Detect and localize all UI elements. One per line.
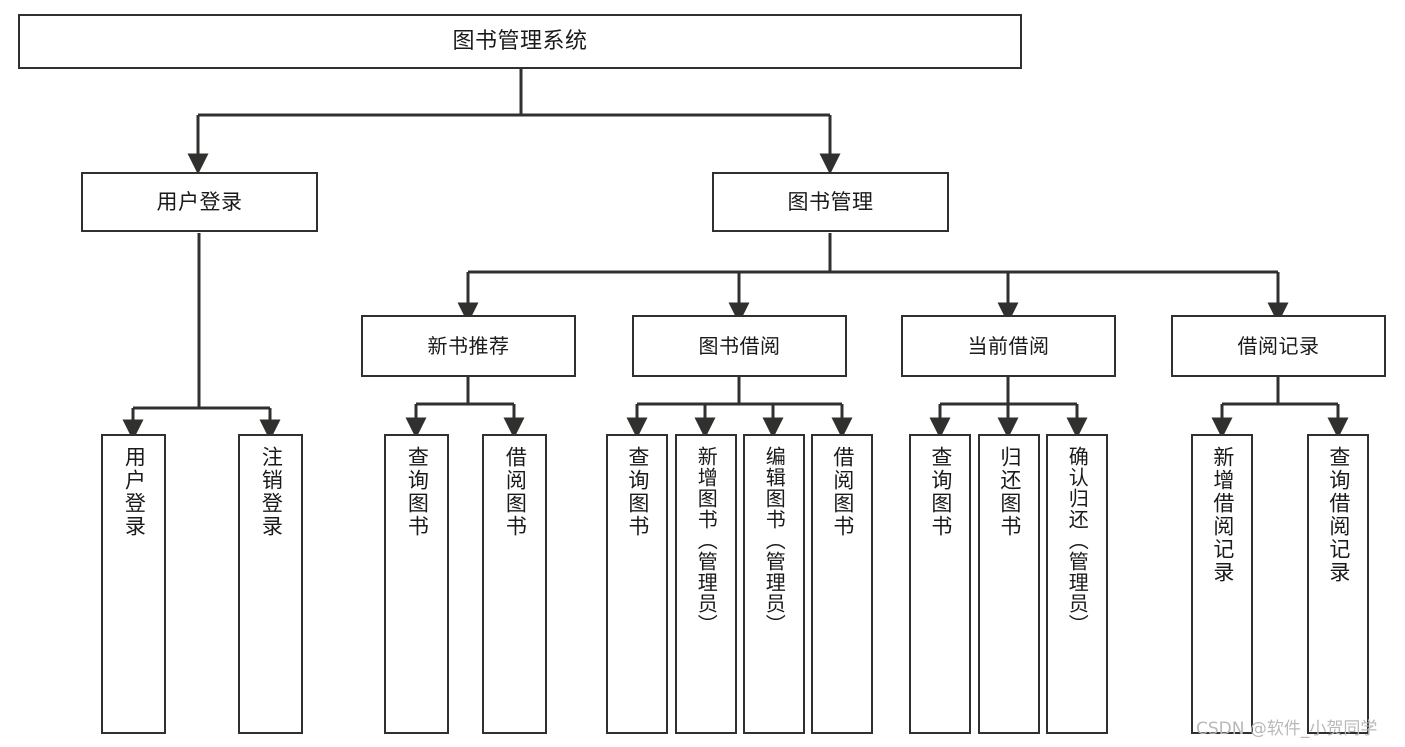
leaf-logout[interactable]: 注销登录 xyxy=(238,434,303,734)
leaf-borrow-book-new[interactable]: 借阅图书 xyxy=(482,434,547,734)
leaf-add-book-admin[interactable]: 新增图书（管理员） xyxy=(675,434,737,734)
leaf-borrow-book-label: 借阅图书 xyxy=(830,446,855,538)
leaf-query-book-current[interactable]: 查询图书 xyxy=(909,434,971,734)
node-book-management[interactable]: 图书管理 xyxy=(712,172,949,232)
leaf-borrow-book-new-label: 借阅图书 xyxy=(503,446,528,538)
node-new-book-recommend-label: 新书推荐 xyxy=(427,333,510,358)
leaf-query-borrow-record-label: 查询借阅记录 xyxy=(1326,446,1351,584)
node-book-management-label: 图书管理 xyxy=(787,189,874,214)
leaf-borrow-book[interactable]: 借阅图书 xyxy=(811,434,873,734)
leaf-user-login-label: 用户登录 xyxy=(122,446,147,538)
leaf-logout-label: 注销登录 xyxy=(259,446,284,538)
leaf-add-borrow-record-label: 新增借阅记录 xyxy=(1210,446,1235,584)
node-user-login-label: 用户登录 xyxy=(156,189,243,214)
node-current-borrow[interactable]: 当前借阅 xyxy=(901,315,1116,377)
leaf-query-book-new[interactable]: 查询图书 xyxy=(384,434,449,734)
leaf-query-book-current-label: 查询图书 xyxy=(928,446,953,538)
leaf-add-book-admin-label: 新增图书（管理员） xyxy=(694,446,719,635)
leaf-return-book[interactable]: 归还图书 xyxy=(978,434,1040,734)
leaf-add-borrow-record[interactable]: 新增借阅记录 xyxy=(1191,434,1253,734)
node-root-label: 图书管理系统 xyxy=(452,28,588,54)
node-book-borrow[interactable]: 图书借阅 xyxy=(632,315,847,377)
leaf-edit-book-admin[interactable]: 编辑图书（管理员） xyxy=(743,434,805,734)
leaf-query-book-borrow-label: 查询图书 xyxy=(625,446,650,538)
node-book-borrow-label: 图书借阅 xyxy=(698,333,781,358)
csdn-watermark: CSDN @软件_小贺同学 xyxy=(1196,719,1378,739)
node-root[interactable]: 图书管理系统 xyxy=(18,14,1022,69)
leaf-edit-book-admin-label: 编辑图书（管理员） xyxy=(762,446,787,635)
node-new-book-recommend[interactable]: 新书推荐 xyxy=(361,315,576,377)
node-current-borrow-label: 当前借阅 xyxy=(967,333,1050,358)
leaf-query-borrow-record[interactable]: 查询借阅记录 xyxy=(1307,434,1369,734)
leaf-return-book-label: 归还图书 xyxy=(997,446,1022,538)
node-borrow-record[interactable]: 借阅记录 xyxy=(1171,315,1386,377)
leaf-confirm-return-admin[interactable]: 确认归还（管理员） xyxy=(1046,434,1108,734)
leaf-user-login[interactable]: 用户登录 xyxy=(101,434,166,734)
leaf-confirm-return-admin-label: 确认归还（管理员） xyxy=(1065,446,1090,635)
leaf-query-book-new-label: 查询图书 xyxy=(405,446,430,538)
leaf-query-book-borrow[interactable]: 查询图书 xyxy=(606,434,668,734)
node-borrow-record-label: 借阅记录 xyxy=(1237,333,1320,358)
node-user-login[interactable]: 用户登录 xyxy=(81,172,318,232)
